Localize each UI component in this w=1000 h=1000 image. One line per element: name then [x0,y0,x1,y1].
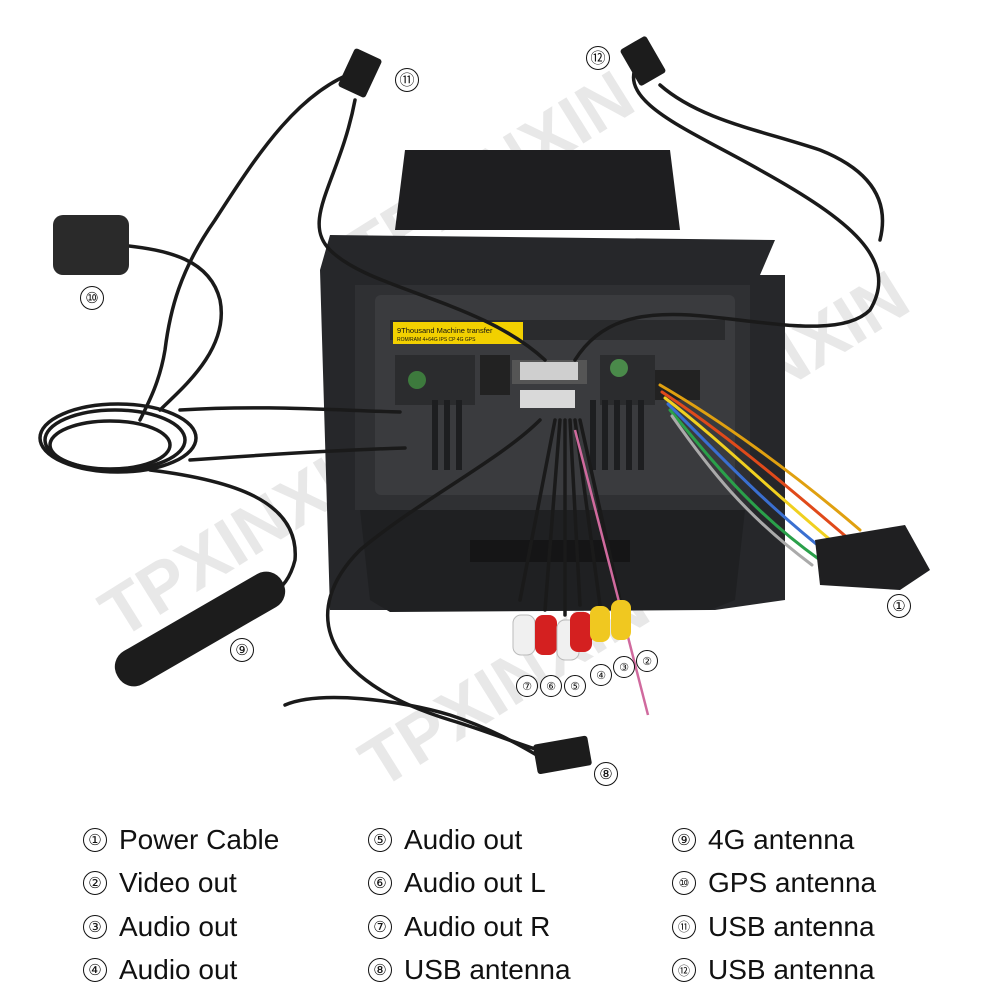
legend-label: Audio out [404,823,523,855]
legend-column-2: ⑤ Audio out ⑥ Audio out L ⑦ Audio out R ⑧ US… [368,818,571,992]
power-harness [658,383,862,567]
legend-label: USB antenna [404,954,571,986]
usb-plug-11 [338,48,382,98]
legend-number: ⑩ [672,871,696,896]
usb-plug-8 [533,735,592,774]
legend-number: ⑫ [672,958,696,983]
legend-item: ⑧ USB antenna [368,949,571,993]
legend-number: ⑦ [368,914,392,939]
device-sticker: 9Thousand Machine transfer ROM/RAM 4+64G… [393,322,523,344]
device-visor [395,150,680,230]
legend-number: ⑨ [672,827,696,852]
legend-label: Video out [119,867,237,899]
legend-item: ⑨ 4G antenna [672,818,876,862]
legend-item: ⑤ Audio out [368,818,571,862]
legend-number: ③ [83,914,107,939]
legend-number: ④ [83,958,107,983]
svg-text:9Thousand Machine transfer: 9Thousand Machine transfer [397,326,493,335]
legend-label: Audio out [119,910,238,942]
legend-label: GPS antenna [708,867,877,899]
callout-1: ① [887,594,911,618]
legend-label: Audio out [119,954,238,986]
power-connector [815,525,930,590]
legend-item: ② Video out [83,862,279,906]
legend-item: ① Power Cable [83,818,279,862]
callout-9: ⑨ [230,638,254,662]
callout-2: ② [636,650,658,672]
callout-3: ③ [613,656,635,678]
callout-7: ⑦ [516,675,538,697]
legend-item: ⑪ USB antenna [672,905,876,949]
legend-item: ⑥ Audio out L [368,862,571,906]
legend-number: ① [83,827,107,852]
callout-12: ⑫ [586,46,610,70]
callout-11: ⑪ [395,68,419,92]
callout-4: ④ [590,664,612,686]
callout-6: ⑥ [540,675,562,697]
legend-number: ⑧ [368,958,392,983]
vents [432,400,644,470]
rca-plugs [512,600,631,661]
legend-label: Audio out L [404,867,546,899]
legend-number: ② [83,871,107,896]
legend: ① Power Cable ② Video out ③ Audio out ④ Audi… [0,818,1000,988]
legend-label: USB antenna [708,910,875,942]
callout-10: ⑩ [80,286,104,310]
legend-number: ⑪ [672,914,696,939]
legend-item: ④ Audio out [83,949,279,993]
legend-label: 4G antenna [708,823,855,855]
legend-item: ⑫ USB antenna [672,949,876,993]
legend-item: ⑩ GPS antenna [672,862,876,906]
legend-number: ⑥ [368,871,392,896]
legend-label: Audio out R [404,910,551,942]
legend-column-1: ① Power Cable ② Video out ③ Audio out ④ Audi… [83,818,279,992]
callout-5: ⑤ [564,675,586,697]
legend-label: Power Cable [119,823,280,855]
4g-antenna [114,571,286,687]
product-photo: TPXINXIN TPXINXIN TPXINXIN TPXINXIN 9Tho… [38,36,930,800]
usb-plug-12 [620,36,666,86]
callout-8: ⑧ [594,762,618,786]
gps-antenna [53,215,129,275]
svg-text:ROM/RAM 4+64G IPS CP 4G GPS: ROM/RAM 4+64G IPS CP 4G GPS [397,337,476,343]
legend-number: ⑤ [368,827,392,852]
legend-label: USB antenna [708,954,875,986]
legend-item: ③ Audio out [83,905,279,949]
legend-item: ⑦ Audio out R [368,905,571,949]
